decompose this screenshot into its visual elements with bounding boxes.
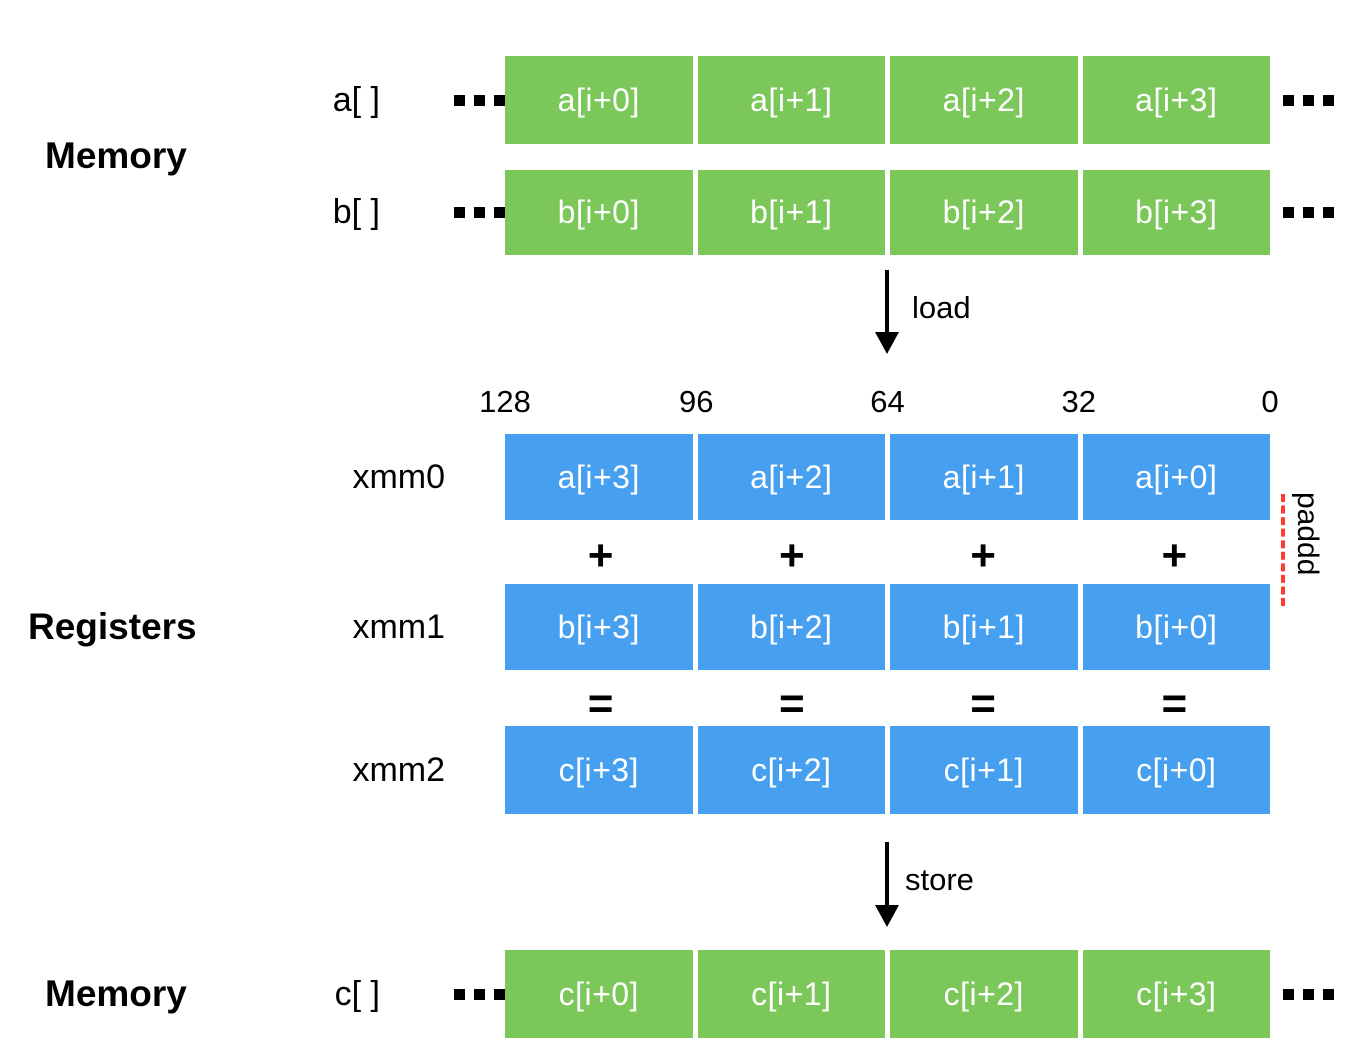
register-cell: c[i+3] <box>505 726 693 814</box>
memory-cell: a[i+1] <box>697 56 885 144</box>
ellipsis-dots-icon <box>1281 950 1336 1038</box>
registers-section-label: Registers <box>28 606 197 647</box>
register-cell: c[i+2] <box>697 726 885 814</box>
memory-cell: a[i+2] <box>890 56 1078 144</box>
register-cell: b[i+0] <box>1082 584 1270 670</box>
register-row-xmm1: b[i+3] b[i+2] b[i+1] b[i+0] <box>505 584 1270 670</box>
memory-top-section-label: Memory <box>45 134 187 176</box>
store-label: store <box>905 862 974 897</box>
equals-operator: = <box>1161 679 1188 728</box>
register-row-xmm2: c[i+3] c[i+2] c[i+1] c[i+0] <box>505 726 1270 814</box>
ellipsis-dots-icon <box>452 56 507 144</box>
memory-cell: b[i+3] <box>1082 170 1270 255</box>
row-label-xmm2: xmm2 <box>352 750 445 789</box>
row-label-b-array: b[ ] <box>332 193 380 231</box>
memory-row-a: a[i+0] a[i+1] a[i+2] a[i+3] <box>505 56 1270 144</box>
load-label: load <box>912 290 971 325</box>
equals-operator: = <box>779 679 805 728</box>
plus-operator: + <box>587 531 614 580</box>
bit-label-64: 64 <box>870 384 905 419</box>
row-label-xmm0: xmm0 <box>352 457 445 496</box>
memory-row-b: b[i+0] b[i+1] b[i+2] b[i+3] <box>505 170 1270 255</box>
ellipsis-dots-icon <box>1281 170 1336 255</box>
bit-ruler: 128 96 64 32 0 <box>479 384 1278 420</box>
memory-cell: b[i+0] <box>505 170 693 255</box>
store-arrow-head-icon <box>875 905 899 927</box>
register-cell: a[i+2] <box>697 434 885 520</box>
memory-cell: c[i+3] <box>1082 950 1270 1038</box>
memory-cell: b[i+2] <box>890 170 1078 255</box>
plus-operator-row: + + + + <box>505 530 1270 582</box>
memory-bottom-section-label: Memory <box>45 973 187 1014</box>
load-arrow-head-icon <box>875 332 899 354</box>
register-cell: a[i+0] <box>1082 434 1270 520</box>
ellipsis-dots-icon <box>1281 56 1336 144</box>
ellipsis-dots-icon <box>452 170 507 255</box>
plus-operator: + <box>1161 531 1188 580</box>
register-cell: c[i+0] <box>1082 726 1270 814</box>
memory-cell: c[i+1] <box>697 950 885 1038</box>
equals-operator: = <box>587 679 614 728</box>
plus-operator: + <box>779 531 805 580</box>
row-label-c-array: c[ ] <box>334 974 380 1013</box>
register-row-xmm0: a[i+3] a[i+2] a[i+1] a[i+0] <box>505 434 1270 520</box>
register-cell: b[i+1] <box>890 584 1078 670</box>
register-cell: b[i+3] <box>505 584 693 670</box>
bit-label-128: 128 <box>479 384 531 419</box>
memory-cell: b[i+1] <box>697 170 885 255</box>
plus-operator: + <box>970 531 996 580</box>
row-label-xmm1: xmm1 <box>352 607 445 646</box>
register-cell: c[i+1] <box>890 726 1078 814</box>
memory-cell: c[i+0] <box>505 950 693 1038</box>
ellipsis-dots-icon <box>452 950 507 1038</box>
memory-row-c: c[i+0] c[i+1] c[i+2] c[i+3] <box>505 950 1270 1038</box>
store-arrow-icon <box>885 842 889 906</box>
paddd-instruction-label: paddd <box>1291 492 1324 576</box>
bit-label-0: 0 <box>1261 384 1279 419</box>
register-cell: a[i+1] <box>890 434 1078 520</box>
bit-label-96: 96 <box>679 384 714 419</box>
register-cell: b[i+2] <box>697 584 885 670</box>
paddd-dashed-line <box>1281 494 1285 606</box>
equals-operator-row: = = = = <box>505 678 1270 730</box>
bit-label-32: 32 <box>1061 384 1096 419</box>
register-cell: a[i+3] <box>505 434 693 520</box>
load-arrow-icon <box>885 270 889 333</box>
memory-cell: a[i+3] <box>1082 56 1270 144</box>
equals-operator: = <box>970 679 996 728</box>
row-label-a-array: a[ ] <box>332 80 380 119</box>
memory-cell: c[i+2] <box>890 950 1078 1038</box>
memory-cell: a[i+0] <box>505 56 693 144</box>
